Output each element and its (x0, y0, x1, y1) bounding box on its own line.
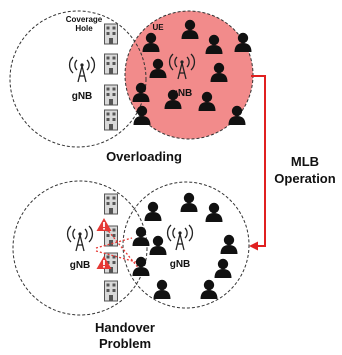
user-icon (132, 256, 150, 276)
building-icon (104, 109, 118, 131)
handover-problem-label-line1: Handover (95, 320, 155, 335)
building-icon (104, 193, 118, 215)
failed-handover-links (95, 227, 141, 271)
top-scenario: Coverage Hole UE gNB gNB Overloading (9, 10, 254, 164)
building-icon (104, 84, 118, 106)
user-icon (149, 235, 167, 255)
coverage-hole-label-line2: Hole (75, 24, 93, 33)
ue-label: UE (152, 23, 164, 32)
user-icon (144, 201, 162, 221)
user-icon (132, 226, 150, 246)
user-icon (200, 279, 218, 299)
building-icon (104, 23, 118, 45)
top-right-gnb-label: gNB (172, 88, 193, 99)
right-cell (122, 181, 250, 309)
antenna-icon (166, 224, 194, 251)
antenna-icon (68, 56, 96, 83)
coverage-hole-label-line1: Coverage (66, 15, 103, 24)
antenna-icon (66, 225, 94, 252)
left-cell (9, 10, 147, 148)
mlb-arrow: MLB Operation (249, 75, 336, 251)
bottom-right-gnb-label: gNB (170, 259, 191, 270)
user-icon (153, 279, 171, 299)
user-icon (180, 192, 198, 212)
user-icon (220, 234, 238, 254)
overloading-label: Overloading (106, 149, 182, 164)
bottom-left-gnb-label: gNB (70, 260, 91, 271)
mlb-operation-label-line2: Operation (274, 171, 335, 186)
mlb-operation-label-line1: MLB (291, 154, 319, 169)
bottom-scenario: gNB gNB Handover Problem (12, 180, 250, 351)
building-icon (104, 53, 118, 75)
user-icon (205, 202, 223, 222)
top-left-gnb-label: gNB (72, 91, 93, 102)
warning-icon (96, 218, 112, 231)
left-cell (12, 180, 148, 316)
handover-problem-label-line2: Problem (99, 336, 151, 351)
user-icon (214, 258, 232, 278)
building-icon (104, 280, 118, 302)
